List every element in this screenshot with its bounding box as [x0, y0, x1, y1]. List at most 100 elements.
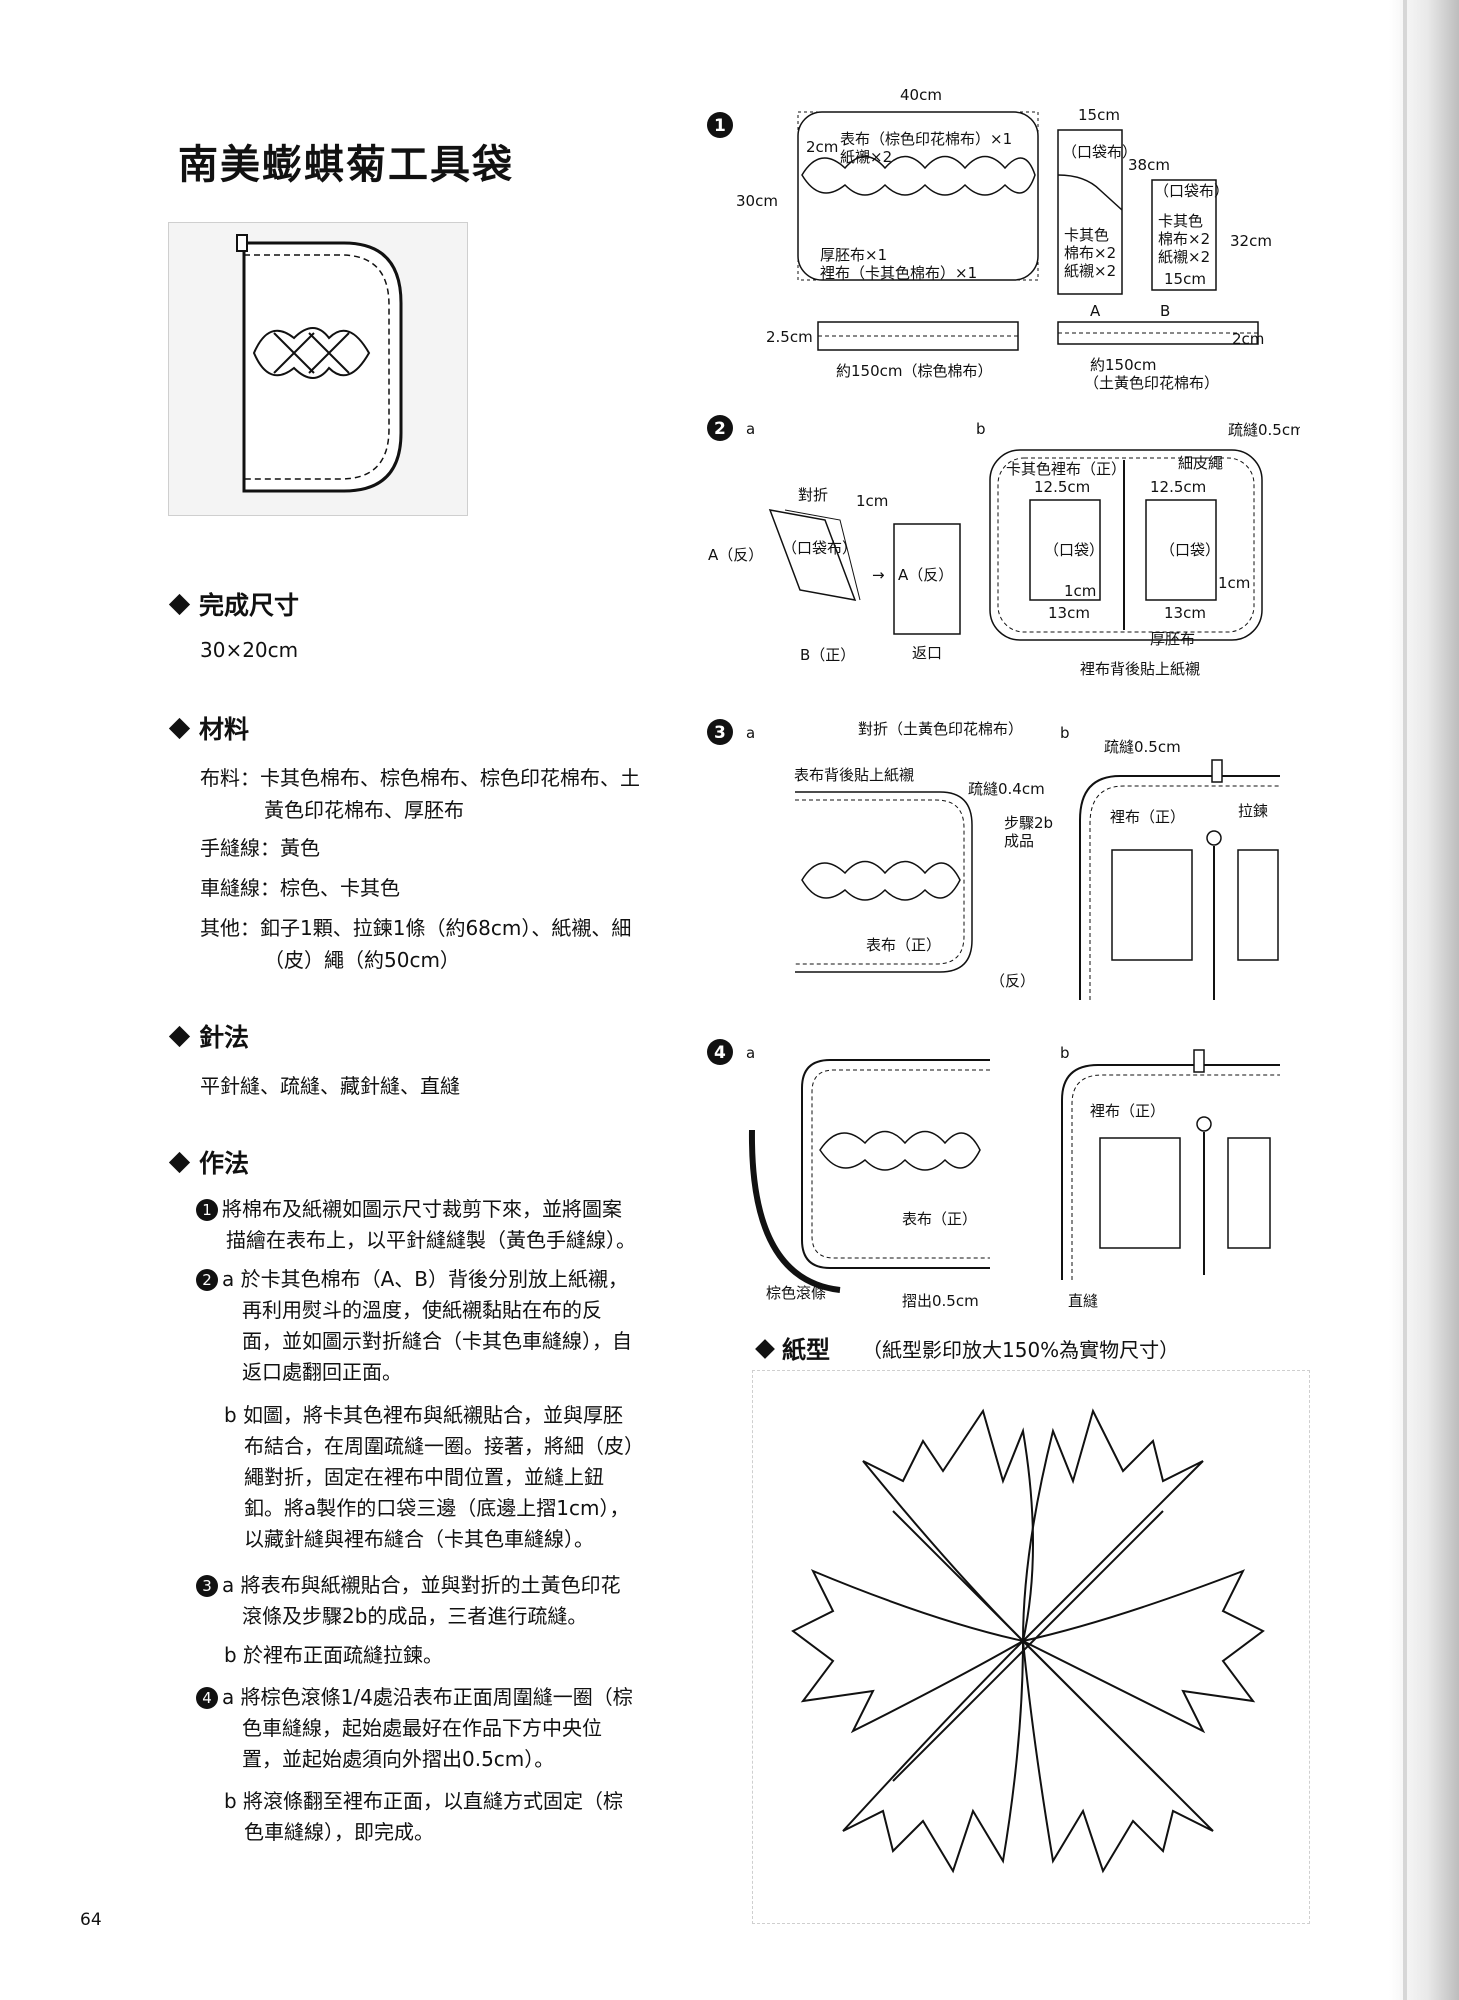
- label-leather-cord: 細皮繩: [1178, 454, 1223, 472]
- material-value-cont: 黃色印花棉布、厚胚布: [264, 798, 464, 822]
- step-line: 釦。將a製作的口袋三邊（底邊上摺1cm），: [244, 1496, 630, 1520]
- pattern-heading-text: 紙型: [782, 1336, 830, 1364]
- label-sub-b: b: [976, 420, 986, 438]
- pattern-template: [752, 1370, 1310, 1924]
- label-outer-fabric: 表布（棕色印花棉布）×1: [840, 130, 1012, 148]
- step-line: 返口處翻回正面。: [242, 1360, 402, 1384]
- materials-heading-text: 材料: [199, 715, 250, 744]
- product-photo: [168, 222, 468, 516]
- label-interfacing: 紙襯×2: [840, 148, 892, 166]
- material-item-machine-thread: 車縫線：棕色、卡其色: [200, 872, 680, 904]
- button-icon: [1196, 1116, 1212, 1132]
- diamond-bullet-icon: [168, 1151, 191, 1174]
- label-straight-stitch: 直縫: [1068, 1292, 1098, 1310]
- material-label: 布料：: [200, 766, 260, 790]
- label-product: 成品: [1004, 832, 1034, 850]
- material-value: 黃色: [280, 836, 320, 860]
- diamond-bullet-icon: [168, 593, 191, 616]
- label-batting-2: 厚胚布: [1150, 630, 1195, 648]
- label-pocket-b: （口袋）: [1160, 541, 1220, 559]
- material-value: 卡其色棉布、棕色棉布、棕色印花棉布、土: [260, 766, 640, 790]
- label-return-opening: 返口: [912, 644, 942, 662]
- label-cotton-x2-2: 棉布×2: [1158, 230, 1210, 248]
- label-sub-b: b: [1060, 1044, 1070, 1062]
- label-back-interfacing: 表布背後貼上紙襯: [794, 766, 914, 784]
- step-line: 以藏針縫與裡布縫合（卡其色車縫線）。: [244, 1527, 594, 1551]
- step-number-icon: 1: [196, 1199, 218, 1221]
- page-title: 南美蟛蜞菊工具袋: [178, 142, 514, 188]
- material-label: 車縫線：: [200, 876, 280, 900]
- label-interfacing-x2-2: 紙襯×2: [1158, 248, 1210, 266]
- stitches-heading-text: 針法: [199, 1023, 250, 1052]
- svg-text:3: 3: [714, 723, 726, 743]
- step-line: 色車縫線），即完成。: [244, 1820, 434, 1844]
- label-step-2b: 步驟2b: [1004, 814, 1053, 832]
- label-12-5cm-b: 12.5cm: [1150, 478, 1206, 496]
- label-30cm: 30cm: [736, 192, 778, 210]
- label-2cm-strip: 2cm: [1232, 330, 1264, 348]
- diamond-bullet-icon: [755, 1339, 775, 1359]
- label-13cm-a: 13cm: [1048, 604, 1090, 622]
- label-38cm: 38cm: [1128, 156, 1170, 174]
- step-number-icon: 3: [196, 1575, 218, 1597]
- label-lining-note: 裡布背後貼上紙襯: [1080, 660, 1200, 678]
- page-number: 64: [80, 1910, 102, 1930]
- pattern-note: （紙型影印放大150%為實物尺寸）: [862, 1338, 1180, 1362]
- step-line: 滾條及步驟2b的成品，三者進行疏縫。: [242, 1604, 588, 1628]
- label-2-5cm: 2.5cm: [766, 328, 813, 346]
- tool-bag-illustration: [169, 223, 467, 515]
- material-label: 其他：: [200, 916, 260, 940]
- material-label: 手縫線：: [200, 836, 280, 860]
- step-line: a 將棕色滾條1/4處沿表布正面周圍縫一圈（棕: [222, 1685, 633, 1709]
- label-fold: 對折: [798, 486, 828, 504]
- label-b: B: [1160, 302, 1170, 320]
- size-value: 30×20cm: [200, 638, 299, 662]
- label-outer-front: 表布（正）: [866, 936, 941, 954]
- diagram-step-3: 3 a b 對折（土黃色印花棉布） 表布背後貼上紙襯 疏縫0.4cm 步驟2b …: [707, 719, 1280, 1000]
- label-1cm-b: 1cm: [1218, 574, 1250, 592]
- diamond-bullet-icon: [168, 1025, 191, 1048]
- label-fold-out: 摺出0.5cm: [902, 1292, 979, 1310]
- button-icon: [1206, 830, 1222, 846]
- label-lining-front: 裡布（正）: [1110, 808, 1185, 826]
- label-1cm: 1cm: [856, 492, 888, 510]
- svg-text:4: 4: [714, 1043, 726, 1063]
- step-line: a 於卡其色棉布（A、B）背後分別放上紙襯，: [222, 1267, 629, 1291]
- label-cotton-x2: 棉布×2: [1064, 244, 1116, 262]
- material-value: 釦子1顆、拉鍊1條（約68cm）、紙襯、細: [260, 916, 632, 940]
- label-40cm: 40cm: [900, 86, 942, 104]
- label-lining: 裡布（卡其色棉布）×1: [820, 264, 977, 282]
- step-line: a 將表布與紙襯貼合，並與對折的土黃色印花: [222, 1573, 621, 1597]
- label-a: A: [1090, 302, 1101, 320]
- svg-text:2: 2: [714, 419, 726, 439]
- method-step-3b: b 於裡布正面疏縫拉鍊。: [224, 1640, 672, 1671]
- step-line: 置，並起始處須向外摺出0.5cm）。: [242, 1747, 555, 1771]
- step-line: 繩對折，固定在裡布中間位置，並縫上鈕: [244, 1465, 604, 1489]
- label-150cm: 約150cm: [1090, 356, 1157, 374]
- label-32cm: 32cm: [1230, 232, 1272, 250]
- label-zipper: 拉鍊: [1238, 802, 1268, 820]
- leaf-pattern-illustration: [791, 1408, 1265, 1874]
- label-fold-strip: 對折（土黃色印花棉布）: [858, 720, 1023, 738]
- label-a-back: A（反）: [708, 546, 763, 564]
- label-pocket-a: （口袋）: [1044, 541, 1104, 559]
- label-pocket-fabric-3: （口袋布）: [782, 539, 857, 557]
- step-line: 描繪在表布上，以平針縫縫製（黃色手縫線）。: [226, 1228, 636, 1252]
- step-line: b 於裡布正面疏縫拉鍊。: [224, 1643, 444, 1667]
- label-sub-b: b: [1060, 724, 1070, 742]
- label-baste-05-b: 疏縫0.5cm: [1104, 738, 1181, 756]
- step-number-icon: [707, 1039, 733, 1065]
- label-batting: 厚胚布×1: [820, 246, 887, 264]
- size-heading: 完成尺寸: [168, 586, 299, 622]
- diagram-step-4: 4 a b 表布（正） 棕色滾條 摺出0.5cm 裡布（正） 直縫: [707, 1039, 1280, 1310]
- step-number-icon: 4: [196, 1687, 218, 1709]
- method-heading: 作法: [168, 1144, 249, 1180]
- label-sub-a: a: [746, 724, 755, 742]
- label-15cm: 15cm: [1078, 106, 1120, 124]
- page-edge-line: [1403, 0, 1407, 2000]
- label-outer-front-2: 表布（正）: [902, 1210, 977, 1228]
- diamond-bullet-icon: [168, 717, 191, 740]
- step-line: 再利用熨斗的溫度，使紙襯黏貼在布的反: [242, 1298, 602, 1322]
- material-item-hand-thread: 手縫線：黃色: [200, 832, 680, 864]
